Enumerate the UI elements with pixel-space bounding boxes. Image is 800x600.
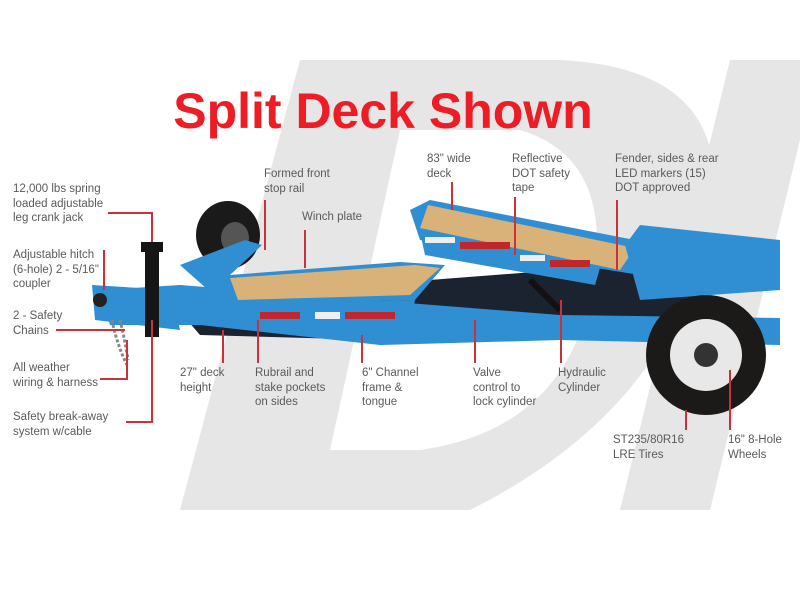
callout-channel-frame: 6" Channel frame & tongue bbox=[362, 367, 419, 408]
callout-led-markers: Fender, sides & rear LED markers (15) DO… bbox=[615, 153, 719, 194]
callout-jack: 12,000 lbs spring loaded adjustable leg … bbox=[13, 183, 104, 224]
page-title: Split Deck Shown bbox=[0, 82, 800, 140]
callout-front-stop-rail: Formed front stop rail bbox=[264, 168, 330, 195]
callout-wheels: 16" 8-Hole Wheels bbox=[728, 434, 782, 461]
callout-rubrail: Rubrail and stake pockets on sides bbox=[255, 367, 326, 408]
callout-hitch: Adjustable hitch (6-hole) 2 - 5/16" coup… bbox=[13, 249, 99, 290]
callout-safety-tape: Reflective DOT safety tape bbox=[512, 153, 570, 194]
callout-winch-plate: Winch plate bbox=[302, 211, 363, 223]
callout-wiring: All weather wiring & harness bbox=[13, 362, 99, 389]
title-text: Split Deck Shown bbox=[173, 83, 593, 139]
callout-tires: ST235/80R16 LRE Tires bbox=[613, 434, 684, 461]
callout-deck-width: 83" wide deck bbox=[427, 153, 471, 180]
rear-wheel-icon bbox=[646, 295, 766, 415]
callout-breakaway: Safety break-away system w/cable bbox=[13, 411, 109, 438]
callout-lines bbox=[56, 182, 731, 430]
callout-deck-height: 27" deck height bbox=[180, 367, 225, 394]
callout-hydraulic: Hydraulic Cylinder bbox=[558, 367, 606, 394]
callout-safety-chains: 2 - Safety Chains bbox=[13, 310, 63, 337]
callout-valve: Valve control to lock cylinder bbox=[473, 367, 537, 408]
